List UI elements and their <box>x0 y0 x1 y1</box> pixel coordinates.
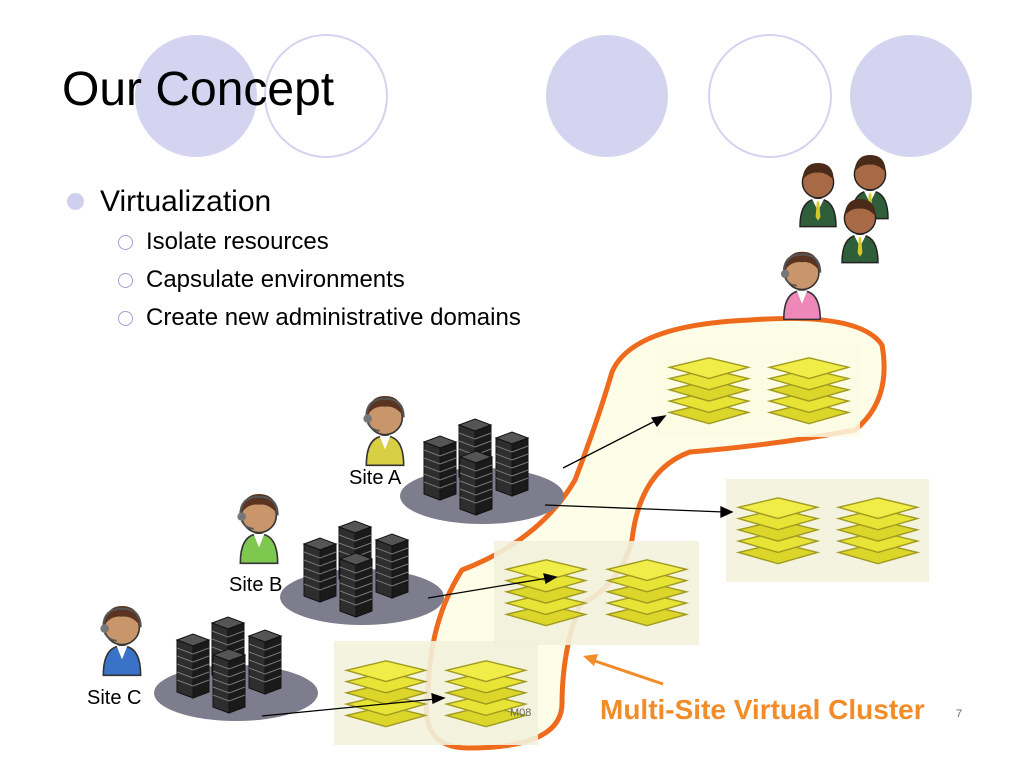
bullet-circle-icon <box>118 311 133 326</box>
sub-bullet-capsulate: Capsulate environments <box>146 266 405 293</box>
virtual-server-stack-icon <box>657 345 860 437</box>
user-group-icon <box>779 154 889 321</box>
footer-text: M08 <box>510 707 532 719</box>
caption-arrow-icon <box>583 654 664 686</box>
page-number: 7 <box>956 708 963 720</box>
decor-circle-filled <box>546 35 668 157</box>
virtual-server-stack-icon <box>726 479 929 582</box>
virtual-server-stack-icon <box>494 541 699 645</box>
decor-circle-filled <box>850 35 972 157</box>
bullet-circle-icon <box>67 193 84 210</box>
bullet-virtualization: Virtualization <box>100 185 272 218</box>
site-a-label: Site A <box>349 467 402 489</box>
decor-circles <box>135 34 972 158</box>
decor-circle-filled <box>135 35 257 157</box>
arrow-icon <box>261 415 734 717</box>
bullet-circle-icon <box>118 235 133 250</box>
bullet-circle-icon <box>118 273 133 288</box>
virtual-server-stack-icon <box>334 641 538 745</box>
site-b-label: Site B <box>229 574 283 596</box>
operator-headset-icon <box>236 492 279 565</box>
decor-circle-ring <box>708 34 832 158</box>
operator-headset-icon <box>362 394 405 467</box>
slide-title: Our Concept <box>62 63 335 116</box>
operator-headset-icon <box>99 604 142 677</box>
sub-bullet-isolate: Isolate resources <box>146 228 329 255</box>
caption-multi-site-virtual-cluster: Multi-Site Virtual Cluster <box>600 694 925 725</box>
sub-bullet-domains: Create new administrative domains <box>146 304 521 331</box>
decor-circle-ring <box>264 34 388 158</box>
site-c-label: Site C <box>87 687 142 709</box>
